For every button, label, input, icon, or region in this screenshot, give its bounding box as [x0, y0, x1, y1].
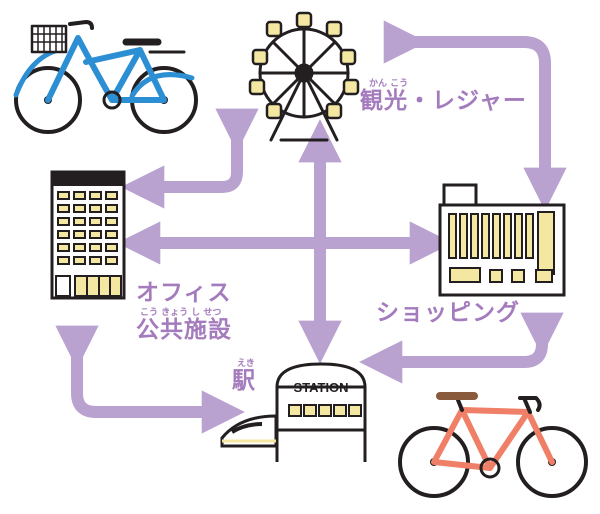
- office-window: [73, 191, 86, 200]
- office-window: [57, 243, 70, 252]
- office-window: [73, 217, 86, 226]
- office-window: [105, 204, 118, 213]
- office-window: [105, 191, 118, 200]
- mall-window: [470, 213, 479, 259]
- sightseeing-ruby: かん こう: [369, 79, 409, 89]
- office-building-icon: [50, 170, 126, 300]
- office-window: [105, 256, 118, 265]
- office-window: [105, 243, 118, 252]
- office-window: [89, 243, 102, 252]
- office-window: [73, 243, 86, 252]
- office-label-line2: 公共施設: [136, 317, 232, 343]
- road-bicycle-icon: [398, 392, 588, 498]
- office-window: [73, 204, 86, 213]
- connection-arrows: [55, 20, 567, 434]
- office-window: [89, 204, 102, 213]
- station-sign: STATION: [293, 380, 348, 395]
- office-ruby: こう きょう し せつ: [140, 308, 222, 318]
- office-window: [57, 217, 70, 226]
- arrow-shopping-station: [359, 312, 564, 384]
- office-window: [57, 256, 70, 265]
- city-bicycle-icon: [13, 20, 198, 134]
- shopping-mall-icon: [438, 183, 566, 297]
- mall-window: [459, 213, 468, 259]
- station-label: 駅: [232, 368, 256, 394]
- office-window: [73, 230, 86, 239]
- ferris-wheel-icon: [248, 11, 360, 142]
- office-window: [89, 230, 102, 239]
- station-ruby: えき: [237, 359, 255, 369]
- mall-window: [492, 213, 501, 259]
- arrow-sightseeing-office: [121, 108, 259, 209]
- arrow-sightseeing-shopping: [383, 20, 567, 211]
- shopping-label: ショッピング: [376, 300, 520, 326]
- office-window: [57, 230, 70, 239]
- office-window: [89, 217, 102, 226]
- sightseeing-label: 観光・レジャー: [360, 88, 527, 114]
- train-station-icon: [220, 362, 367, 462]
- office-window: [105, 230, 118, 239]
- office-window: [57, 191, 70, 200]
- office-window: [73, 256, 86, 265]
- office-window: [105, 217, 118, 226]
- mall-window: [448, 213, 457, 259]
- arrow-office-station: [55, 325, 245, 434]
- office-label-line1: オフィス: [136, 280, 232, 306]
- mall-window: [481, 213, 490, 259]
- office-window: [57, 204, 70, 213]
- mall-window: [503, 213, 512, 259]
- mall-window: [525, 213, 534, 259]
- office-window: [89, 256, 102, 265]
- mall-window: [514, 213, 523, 259]
- office-window: [89, 191, 102, 200]
